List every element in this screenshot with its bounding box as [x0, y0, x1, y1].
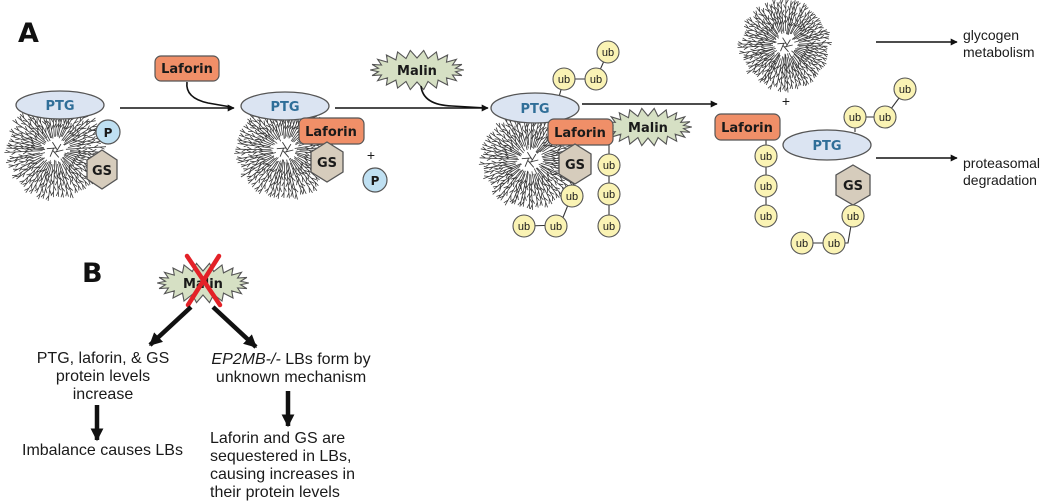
phosphate-group: P: [95, 119, 121, 145]
svg-text:P: P: [104, 126, 113, 140]
svg-text:ub: ub: [760, 211, 772, 223]
svg-text:PTG: PTG: [812, 139, 841, 154]
ubiquitin-icon: ub: [560, 184, 584, 208]
svg-text:ub: ub: [566, 191, 578, 203]
svg-text:ub: ub: [849, 112, 861, 124]
svg-text:GS: GS: [843, 179, 863, 194]
svg-text:ub: ub: [558, 74, 570, 86]
laforin-protein: Laforin: [547, 118, 614, 146]
svg-text:ub: ub: [590, 74, 602, 86]
malin-free: Malin: [370, 49, 464, 91]
ubiquitin-icon: ub: [822, 231, 846, 255]
svg-text:ub: ub: [879, 112, 891, 124]
laforin-free: Laforin: [154, 55, 220, 82]
stage4-products: + Laforin ub ub ub PTG ub ub ub GS: [714, 0, 917, 255]
ubiquitin-icon: ub: [512, 214, 536, 238]
ubiquitin-icon: ub: [544, 214, 568, 238]
ubiquitin-icon: ub: [552, 67, 576, 91]
ubiquitin-icon: ub: [841, 204, 865, 228]
laforin-binding-arrow: [186, 81, 232, 108]
plus-sign: +: [782, 93, 790, 109]
svg-text:ub: ub: [760, 151, 772, 163]
gene-label: EP2MB-/-: [211, 351, 281, 368]
ubiquitin-icon: ub: [790, 231, 814, 255]
gs-protein: GS: [558, 143, 592, 185]
ubiquitin-icon: ub: [597, 153, 621, 177]
right-step1-text: EP2MB-/- LBs form by unknown mechanism: [196, 351, 386, 387]
right-step2-text: Laforin and GS are sequestered in LBs, c…: [210, 430, 355, 501]
panel-label-b: B: [82, 258, 103, 289]
ubiquitin-icon: ub: [843, 105, 867, 129]
ubiquitin-icon: ub: [584, 67, 608, 91]
svg-text:ub: ub: [603, 221, 615, 233]
svg-text:PTG: PTG: [45, 99, 74, 114]
svg-text:GS: GS: [92, 164, 112, 179]
ubiquitin-icon: ub: [893, 77, 917, 101]
stage1-complex: PTG P GS: [4, 90, 121, 202]
svg-text:ub: ub: [603, 160, 615, 172]
svg-text:GS: GS: [317, 156, 337, 171]
malin-binding-arrow: [420, 85, 487, 109]
svg-text:PTG: PTG: [270, 100, 299, 115]
svg-text:P: P: [371, 174, 380, 188]
left-step2-text: Imbalance causes LBs: [22, 442, 183, 459]
gs-protein: GS: [835, 164, 871, 206]
malin-protein: Malin: [604, 107, 692, 147]
gs-protein: GS: [86, 149, 118, 190]
ubiquitin-icon: ub: [873, 105, 897, 129]
svg-text:ub: ub: [828, 238, 840, 250]
svg-text:ub: ub: [847, 211, 859, 223]
plus-sign: +: [367, 147, 375, 163]
ptg-protein: PTG: [15, 90, 105, 120]
svg-text:ub: ub: [550, 221, 562, 233]
ubiquitin-icon: ub: [754, 144, 778, 168]
svg-text:Laforin: Laforin: [721, 121, 773, 136]
proteasomal-degradation-label: proteasomal degradation: [963, 155, 1041, 188]
svg-text:ub: ub: [760, 181, 772, 193]
ptg-protein: PTG: [240, 91, 330, 121]
svg-text:PTG: PTG: [520, 102, 549, 117]
svg-text:ub: ub: [796, 238, 808, 250]
left-step1-text: PTG, laforin, & GS protein levels increa…: [36, 350, 170, 403]
phosphate-released: P: [362, 167, 388, 193]
svg-text:Malin: Malin: [397, 64, 437, 79]
gs-protein: GS: [310, 141, 344, 183]
ubiquitin-icon: ub: [754, 204, 778, 228]
ubiquitin-icon: ub: [754, 174, 778, 198]
svg-text:Laforin: Laforin: [161, 62, 213, 77]
svg-text:Malin: Malin: [628, 121, 668, 136]
laforin-protein: Laforin: [714, 113, 781, 141]
knockout-cross-icon: [184, 253, 223, 308]
ptg-protein: PTG: [782, 129, 872, 161]
arrow-b-right: [211, 305, 258, 349]
arrow-b-left: [148, 305, 193, 347]
svg-text:GS: GS: [565, 158, 585, 173]
svg-text:Laforin: Laforin: [554, 126, 606, 141]
panel-label-a: A: [18, 18, 39, 49]
ubiquitin-icon: ub: [597, 182, 621, 206]
ubiquitin-icon: ub: [597, 214, 621, 238]
ubiquitin-icon: ub: [596, 40, 620, 64]
glycogen-metabolism-label: glycogen metabolism: [963, 27, 1035, 60]
stage3-complex: PTG Malin Laforin GS ub ub ub ub ub ub u…: [478, 40, 692, 238]
svg-text:ub: ub: [899, 84, 911, 96]
svg-text:ub: ub: [518, 221, 530, 233]
right-step1-rest: LBs form by unknown mechanism: [215, 351, 371, 386]
glycogen-particle-icon: [737, 0, 832, 93]
stage2-complex: PTG Laforin GS + P: [234, 91, 388, 200]
laforin-protein: Laforin: [298, 117, 365, 145]
svg-text:ub: ub: [602, 47, 614, 59]
svg-text:ub: ub: [603, 189, 615, 201]
svg-text:Laforin: Laforin: [305, 125, 357, 140]
ptg-protein: PTG: [490, 92, 580, 124]
